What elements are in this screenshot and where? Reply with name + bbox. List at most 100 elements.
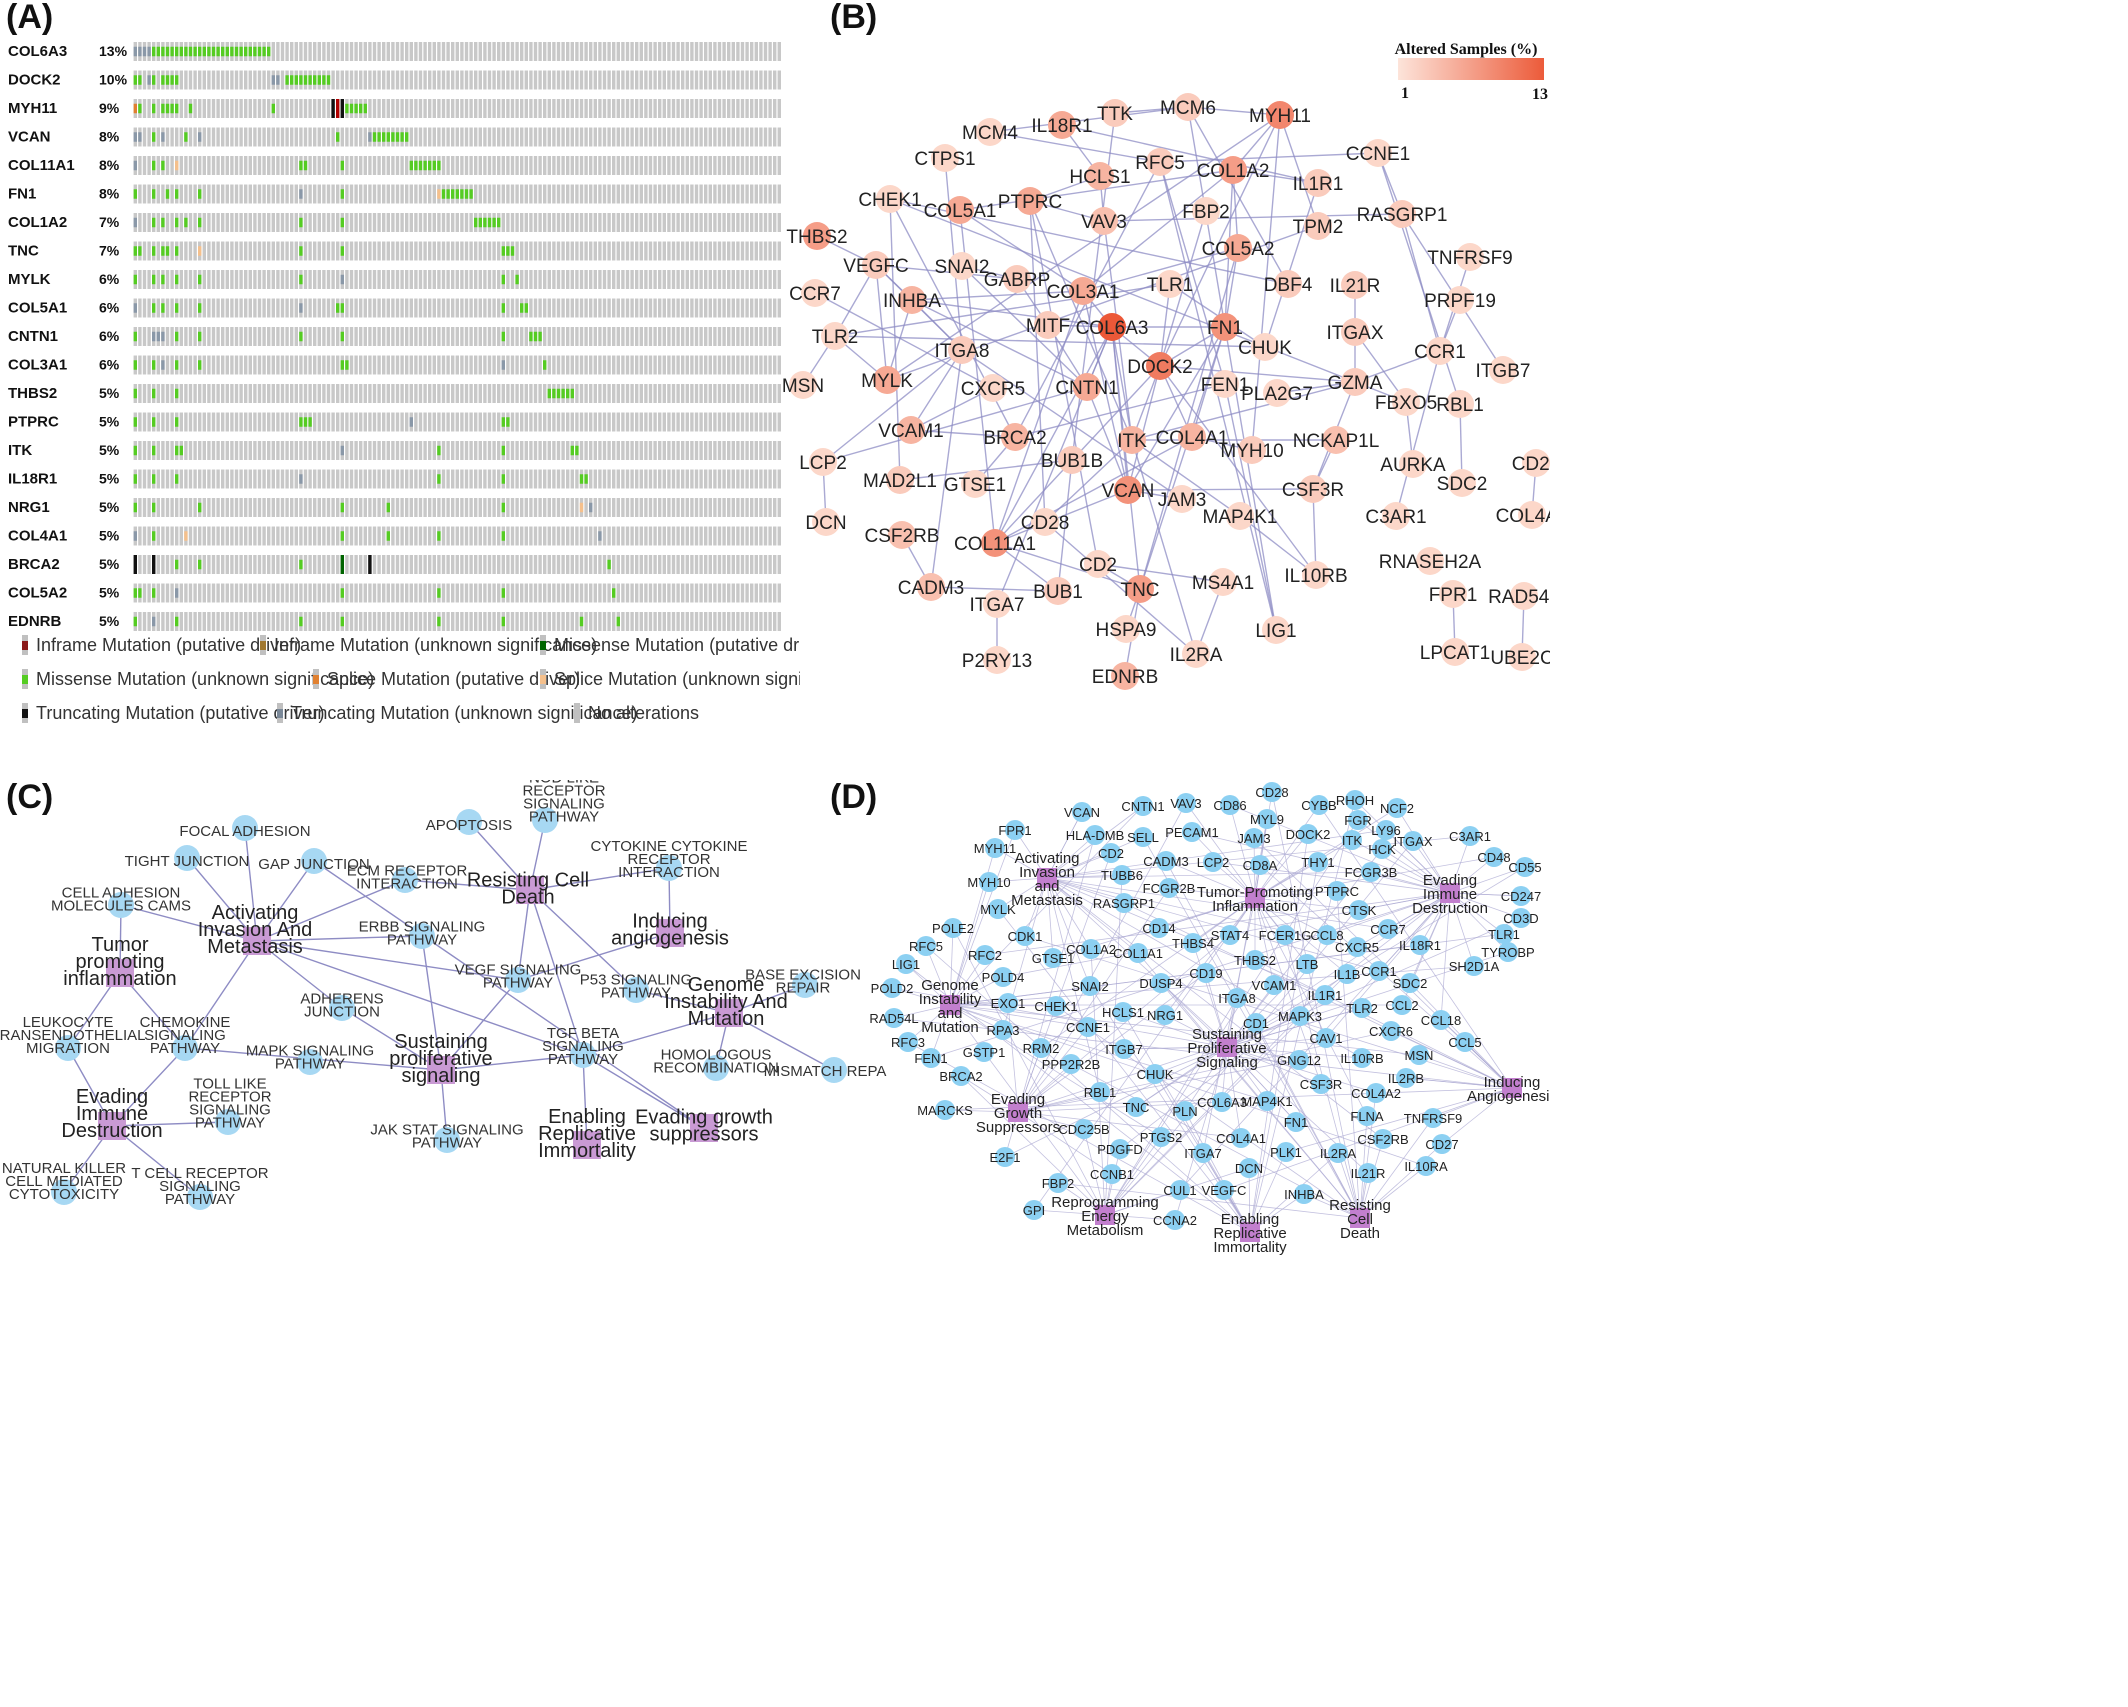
gene-node[interactable]: C3AR1 [1365, 502, 1427, 530]
pathway-node[interactable]: GAP JUNCTION [258, 848, 370, 874]
gene-node[interactable]: TNC [1123, 1097, 1150, 1117]
gene-node[interactable]: MSN [782, 371, 824, 399]
gene-node[interactable]: CCNB1 [1090, 1164, 1134, 1184]
gene-node[interactable]: FEN1 [1201, 370, 1250, 398]
gene-node[interactable]: THBS4 [1172, 933, 1214, 953]
gene-node[interactable]: P2RY13 [962, 646, 1032, 674]
gene-node[interactable]: CUL1 [1163, 1180, 1197, 1200]
gene-node[interactable]: HCLS1 [1102, 1002, 1144, 1022]
gene-node[interactable]: BUB1 [1033, 577, 1083, 605]
gene-node[interactable]: CXCR6 [1369, 1021, 1413, 1041]
gene-node[interactable]: SDC2 [1393, 973, 1428, 993]
gene-node[interactable]: CD48 [1477, 847, 1511, 867]
gene-node[interactable]: MAD2L1 [863, 466, 937, 494]
gene-node[interactable]: COL11A1 [954, 529, 1036, 557]
gene-node[interactable]: PRPF19 [1424, 286, 1496, 314]
gene-node[interactable]: RASGRP1 [1093, 893, 1155, 913]
gene-node[interactable]: THBS2 [1234, 950, 1276, 970]
gene-node[interactable]: VAV3 [1081, 207, 1127, 235]
gene-node[interactable]: NCKAP1L [1293, 426, 1380, 454]
gene-node[interactable]: ITGA8 [935, 336, 990, 364]
gene-node[interactable]: IL2RB [1388, 1068, 1424, 1088]
gene-node[interactable]: IL1B [1334, 964, 1361, 984]
gene-node[interactable]: GTSE1 [944, 470, 1006, 498]
gene-node[interactable]: CCNE1 [1346, 139, 1410, 167]
gene-node[interactable]: DBF4 [1264, 270, 1313, 298]
gene-node[interactable]: LCP2 [1197, 852, 1230, 872]
gene-node[interactable]: CCL2 [1385, 995, 1419, 1015]
gene-node[interactable]: RFC2 [968, 945, 1002, 965]
gene-node[interactable]: COL1A2 [1197, 156, 1270, 184]
gene-node[interactable]: HSPA9 [1096, 615, 1157, 643]
gene-node[interactable]: FN1 [1207, 313, 1243, 341]
gene-node[interactable]: CHEK1 [858, 185, 922, 213]
gene-node[interactable]: POLD2 [871, 978, 914, 998]
pathway-node[interactable]: APOPTOSIS [426, 809, 512, 835]
gene-node[interactable]: CD86 [1213, 795, 1247, 815]
gene-node[interactable]: VEGFC [843, 251, 909, 279]
gene-node[interactable]: CCR1 [1361, 961, 1397, 981]
gene-node[interactable]: BUB1B [1041, 446, 1103, 474]
gene-node[interactable]: MYL9 [1250, 809, 1284, 829]
gene-node[interactable]: RFC3 [891, 1032, 925, 1052]
gene-node[interactable]: LTB [1296, 954, 1319, 974]
gene-node[interactable]: MARCKS [917, 1100, 973, 1120]
gene-node[interactable]: COL1A2 [1066, 939, 1116, 959]
gene-node[interactable]: CDC25B [1058, 1119, 1110, 1139]
gene-node[interactable]: PTGS2 [1140, 1127, 1183, 1147]
gene-node[interactable]: GTSE1 [1032, 948, 1075, 968]
gene-node[interactable]: CSF3R [1300, 1074, 1343, 1094]
gene-node[interactable]: HCK [1368, 839, 1396, 859]
gene-node[interactable]: E2F1 [989, 1147, 1021, 1167]
gene-node[interactable]: TLR1 [1147, 270, 1193, 298]
gene-node[interactable]: CHEK1 [1034, 996, 1078, 1016]
gene-node[interactable]: CDK1 [1008, 926, 1043, 946]
gene-node[interactable]: GZMA [1328, 368, 1383, 396]
gene-node[interactable]: PTPRC [1315, 881, 1359, 901]
gene-node[interactable]: VCAN [1102, 476, 1155, 504]
gene-node[interactable]: TNC [1120, 575, 1160, 603]
gene-node[interactable]: MCM4 [962, 118, 1018, 146]
gene-node[interactable]: CCL8 [1310, 925, 1344, 945]
gene-node[interactable]: LY96 [1371, 820, 1401, 840]
gene-node[interactable]: FPR1 [1429, 580, 1478, 608]
gene-node[interactable]: CSF2RB [1357, 1129, 1409, 1149]
gene-node[interactable]: GPI [1023, 1200, 1045, 1220]
gene-node[interactable]: SNAI2 [935, 252, 990, 280]
gene-node[interactable]: COL4A2 [1496, 501, 1550, 529]
gene-node[interactable]: MYH10 [1220, 436, 1284, 464]
gene-node[interactable]: RFC5 [1135, 148, 1185, 176]
gene-node[interactable]: VCAM1 [1252, 975, 1297, 995]
gene-node[interactable]: INHBA [1284, 1184, 1324, 1204]
gene-node[interactable]: PLN [1172, 1101, 1198, 1121]
gene-node[interactable]: TNFRSF9 [1427, 243, 1513, 271]
gene-node[interactable]: EDNRB [1092, 662, 1159, 690]
gene-node[interactable]: RFC5 [909, 936, 943, 956]
gene-node[interactable]: CXCR5 [961, 374, 1025, 402]
gene-node[interactable]: RASGRP1 [1357, 200, 1448, 228]
gene-node[interactable]: BRCA2 [983, 423, 1047, 451]
gene-node[interactable]: ITGA7 [970, 590, 1025, 618]
gene-node[interactable]: VAV3 [1170, 793, 1202, 813]
gene-node[interactable]: COL5A1 [924, 196, 997, 224]
gene-node[interactable]: PLA2G7 [1241, 379, 1313, 407]
pathway-node[interactable]: FOCAL ADHESION [179, 815, 311, 841]
gene-node[interactable]: THBS2 [786, 222, 848, 250]
gene-node[interactable]: STAT4 [1211, 925, 1250, 945]
gene-node[interactable]: INHBA [883, 286, 941, 314]
gene-node[interactable]: COL4A1 [1156, 423, 1229, 451]
gene-node[interactable]: CHUK [1137, 1064, 1174, 1084]
gene-node[interactable]: CYBB [1301, 795, 1337, 815]
gene-node[interactable]: GABRP [984, 265, 1051, 293]
gene-node[interactable]: LPCAT1 [1420, 638, 1490, 666]
gene-node[interactable]: FCGR2B [1143, 878, 1196, 898]
